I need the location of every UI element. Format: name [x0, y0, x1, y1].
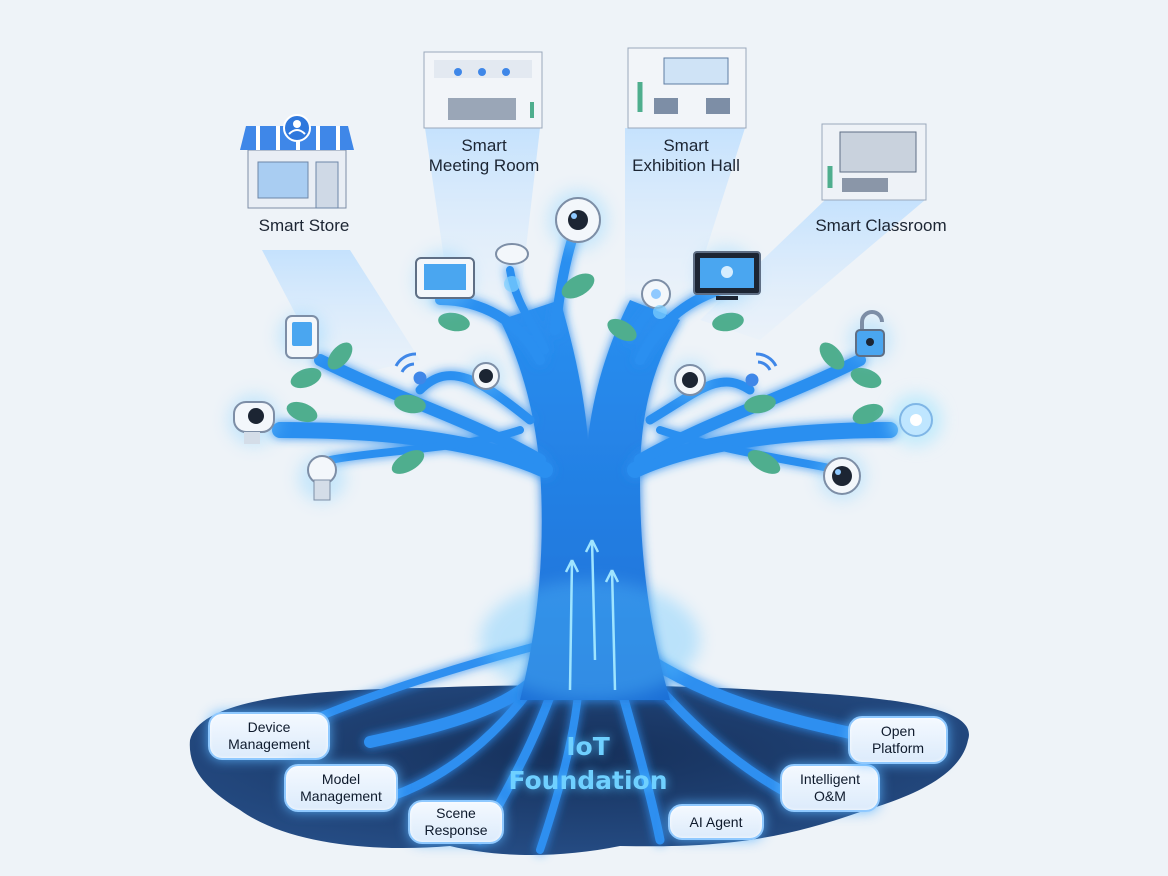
ip-camera-icon — [228, 394, 280, 446]
tree-trunk — [480, 300, 700, 700]
capability-model-management: Model Management — [284, 764, 398, 812]
camera-icon — [818, 452, 866, 500]
capability-device-management: Device Management — [208, 712, 330, 760]
smart-exhibition-hall-illustration — [628, 48, 746, 128]
smart-lock-icon — [848, 312, 892, 362]
capability-ai-agent: AI Agent — [668, 804, 764, 840]
camera-icon — [468, 358, 504, 394]
camera-icon — [670, 360, 710, 400]
smart-classroom-illustration — [822, 124, 926, 200]
capability-open-platform: Open Platform — [848, 716, 948, 764]
scene-label-smart-exhibition-hall: Smart Exhibition Hall — [614, 136, 758, 176]
smart-store-illustration — [240, 115, 354, 208]
scene-label-smart-store: Smart Store — [234, 216, 374, 236]
smart-meeting-room-illustration — [424, 52, 542, 128]
smart-bulb-icon — [298, 454, 346, 502]
capability-scene-response: Scene Response — [408, 800, 504, 844]
dome-camera-icon — [548, 190, 608, 250]
beacon-icon — [890, 394, 942, 446]
iot-foundation-label: IoT Foundation — [478, 730, 698, 798]
scene-label-smart-classroom: Smart Classroom — [804, 216, 958, 236]
wireless-signal-icon — [747, 354, 776, 385]
capability-intelligent-om: Intelligent O&M — [780, 764, 880, 812]
tablet-icon — [278, 312, 326, 360]
scene-label-smart-meeting-room: Smart Meeting Room — [414, 136, 554, 176]
touch-panel-icon — [414, 250, 474, 310]
